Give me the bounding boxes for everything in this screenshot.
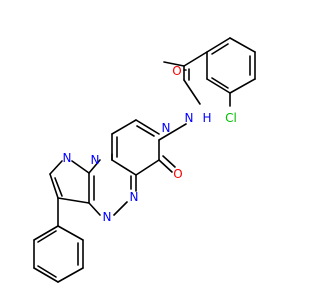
atom-n-pyrazole-1: N [91, 153, 100, 167]
bond [206, 78, 231, 94]
bond [57, 197, 90, 204]
atom-n-pyrazole-2: N [63, 151, 72, 165]
bond [163, 61, 185, 67]
atom-labels: O N H Cl N O N N N N [63, 64, 237, 224]
bond [183, 51, 208, 67]
atom-n-triazine-1: N [130, 190, 139, 204]
bond [162, 155, 176, 168]
bond [111, 159, 137, 176]
bond [158, 159, 173, 173]
bond [49, 160, 63, 175]
bond [33, 267, 59, 283]
bond [88, 202, 101, 216]
bond [49, 173, 59, 199]
bond [135, 159, 160, 176]
bond [136, 125, 155, 137]
bond [206, 37, 231, 53]
structure-diagram: O N H Cl N O N N N N [33, 37, 256, 283]
bond [113, 201, 128, 216]
bond [211, 77, 229, 89]
bond [37, 230, 57, 243]
bond [183, 79, 201, 105]
atom-o-amide: O [172, 64, 181, 78]
bond [88, 159, 101, 174]
atom-o-pyridinone: O [173, 167, 182, 181]
atom-h-amide: H [202, 111, 211, 125]
bond [57, 225, 84, 241]
bond [71, 160, 90, 174]
bonds [33, 37, 256, 283]
bond [229, 37, 256, 53]
atom-n-pyridinone: N [162, 121, 171, 135]
bond [54, 177, 63, 197]
bond [33, 225, 59, 241]
bond [158, 123, 187, 141]
bond [111, 119, 137, 135]
bond [211, 43, 229, 55]
bond [135, 119, 160, 135]
bond [229, 78, 256, 94]
atom-n-triazine-2: N [103, 210, 112, 224]
molecule-canvas: O N H Cl N O N N N N [33, 37, 256, 283]
bond [57, 267, 84, 283]
bond [37, 265, 57, 278]
atom-n-amide: N [185, 111, 194, 125]
atom-cl: Cl [225, 111, 237, 125]
